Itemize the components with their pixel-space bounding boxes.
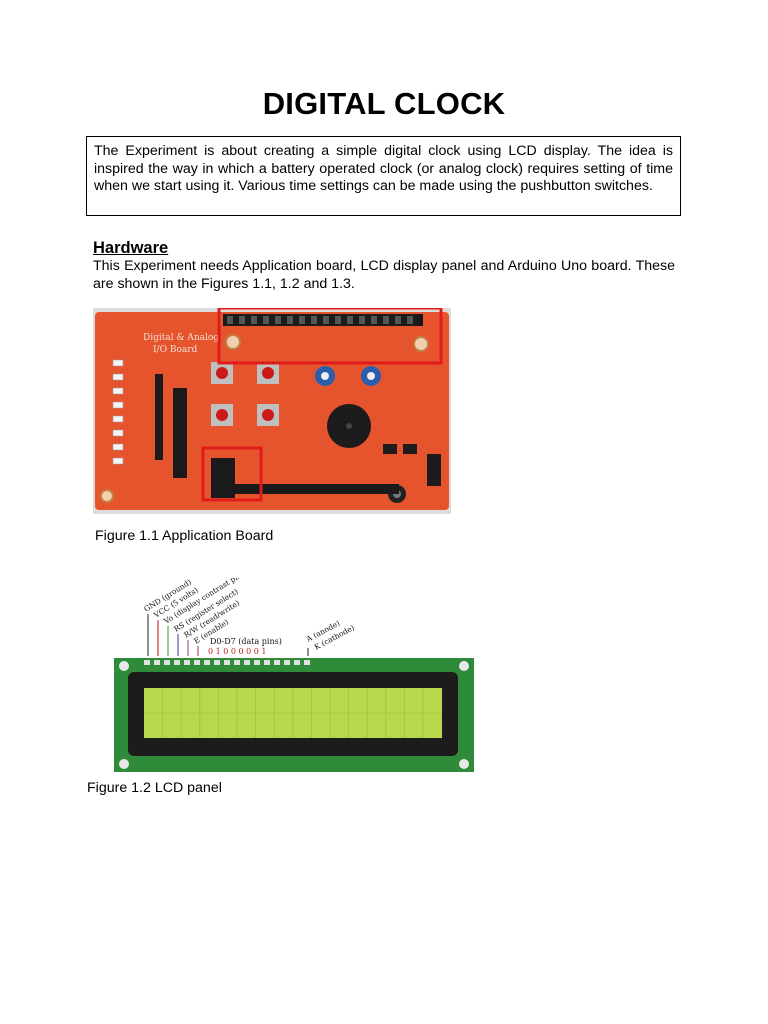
header-highlight-box <box>217 308 443 365</box>
board-silkscreen-title: Digital & Analog <box>143 333 219 343</box>
intro-box: The Experiment is about creating a simpl… <box>86 136 681 216</box>
data-pins-label: D0-D7 (data pins) <box>210 637 282 646</box>
hardware-heading: Hardware <box>93 239 169 257</box>
page-title: DIGITAL CLOCK <box>262 86 506 121</box>
board-silkscreen-subtitle: I/O Board <box>153 345 198 355</box>
hardware-paragraph: This Experiment needs Application board,… <box>93 258 675 292</box>
switch-header-highlight-box <box>201 446 263 502</box>
figure-1-1-caption: Figure 1.1 Application Board <box>95 528 274 544</box>
application-board-image: Digital & Analog I/O Board <box>93 308 451 514</box>
lcd-panel-image: GND (ground) VCC (5 volts) Vo (display c… <box>114 578 474 772</box>
data-bits-label: 0 1 0 0 0 0 0 1 <box>208 647 267 656</box>
figure-1-2-caption: Figure 1.2 LCD panel <box>87 780 222 796</box>
